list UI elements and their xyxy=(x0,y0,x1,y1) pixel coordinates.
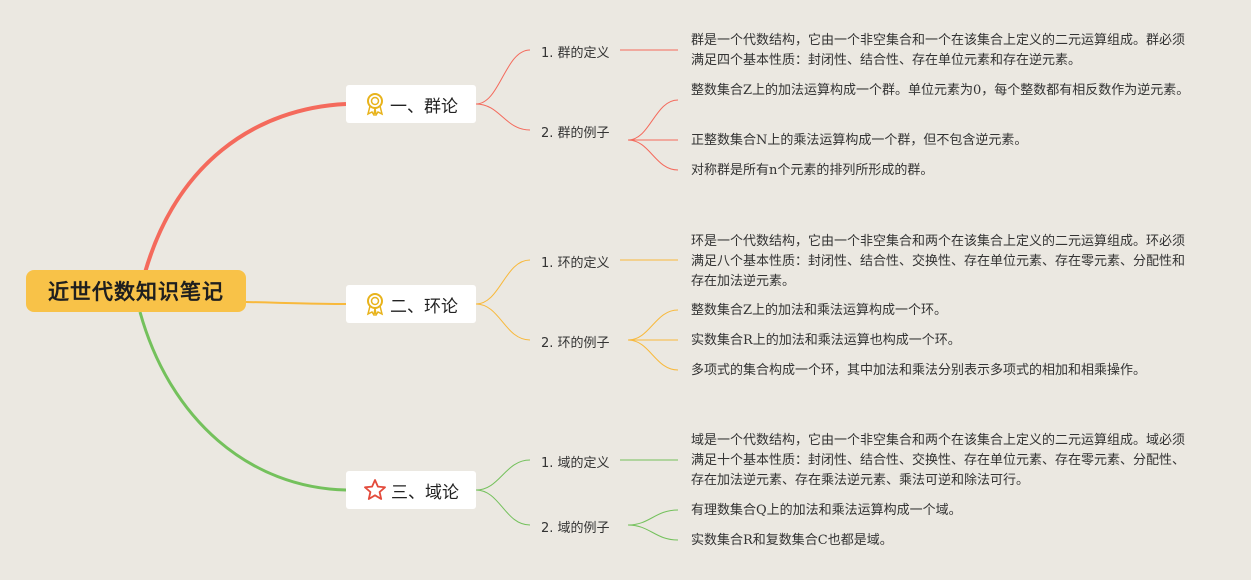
connector-root-to-ring xyxy=(245,301,347,305)
connector-field-ex-leaf1 xyxy=(627,509,679,526)
connector-root-to-group xyxy=(138,102,347,293)
connector-ring-sub2 xyxy=(475,303,531,341)
star-icon xyxy=(363,478,387,502)
leaf-group-example-2: 正整数集合N上的乘法运算构成一个群，但不包含逆元素。 xyxy=(691,133,1028,148)
leaf-ring-example-3: 多项式的集合构成一个环，其中加法和乘法分别表示多项式的相加和相乘操作。 xyxy=(691,363,1147,378)
sub-field-examples[interactable]: 2. 域的例子 xyxy=(541,521,610,536)
leaf-field-example-2: 实数集合R和复数集合C也都是域。 xyxy=(691,533,893,548)
root-title: 近世代数知识笔记 xyxy=(48,280,224,304)
branch-label: 一、群论 xyxy=(390,96,458,117)
leaf-field-definition: 域是一个代数结构，它由一个非空集合和两个在该集合上定义的二元运算组成。域必须满足… xyxy=(691,433,1186,488)
connector-field-ex-leaf2 xyxy=(627,524,679,541)
branch-label: 三、域论 xyxy=(391,482,459,503)
ribbon-badge-icon xyxy=(364,92,386,116)
leaf-field-example-1: 有理数集合Q上的加法和乘法运算构成一个域。 xyxy=(691,503,962,518)
sub-group-definition[interactable]: 1. 群的定义 xyxy=(541,46,610,61)
sub-ring-definition[interactable]: 1. 环的定义 xyxy=(541,256,610,271)
branch-group-theory[interactable]: 一、群论 xyxy=(346,85,476,123)
leaf-ring-example-1: 整数集合Z上的加法和乘法运算构成一个环。 xyxy=(691,303,948,318)
leaf-group-definition: 群是一个代数结构，它由一个非空集合和一个在该集合上定义的二元运算组成。群必须满足… xyxy=(691,33,1186,68)
connector-group-ex-leaf3 xyxy=(627,139,679,171)
connector-ring-ex-leaf1 xyxy=(627,309,679,341)
branch-field-theory[interactable]: 三、域论 xyxy=(346,471,476,509)
root-node[interactable]: 近世代数知识笔记 xyxy=(26,270,246,312)
sub-group-examples[interactable]: 2. 群的例子 xyxy=(541,126,610,141)
leaf-group-example-3: 对称群是所有n个元素的排列所形成的群。 xyxy=(691,163,934,178)
ribbon-badge-icon xyxy=(364,292,386,316)
connector-group-sub2 xyxy=(475,103,531,131)
sub-ring-examples[interactable]: 2. 环的例子 xyxy=(541,336,610,351)
branch-ring-theory[interactable]: 二、环论 xyxy=(346,285,476,323)
connector-root-to-field xyxy=(138,311,347,492)
sub-field-definition[interactable]: 1. 域的定义 xyxy=(541,456,610,471)
connector-ring-ex-leaf3 xyxy=(627,339,679,371)
leaf-ring-example-2: 实数集合R上的加法和乘法运算也构成一个环。 xyxy=(691,333,961,348)
connector-group-sub1 xyxy=(475,49,531,105)
connector-group-ex-leaf1 xyxy=(627,99,679,141)
leaf-ring-definition: 环是一个代数结构，它由一个非空集合和两个在该集合上定义的二元运算组成。环必须满足… xyxy=(691,234,1186,289)
connector-field-sub2 xyxy=(475,489,531,526)
connector-ring-sub1 xyxy=(475,259,531,305)
branch-label: 二、环论 xyxy=(390,296,458,317)
connector-field-sub1 xyxy=(475,459,531,491)
leaf-group-example-1: 整数集合Z上的加法运算构成一个群。单位元素为0，每个整数都有相反数作为逆元素。 xyxy=(691,83,1190,98)
